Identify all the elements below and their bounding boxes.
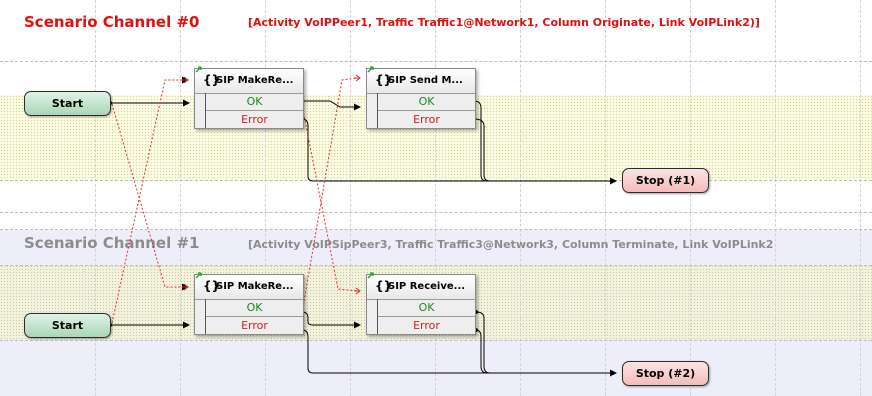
activity-title: SIP MakeRe...: [216, 281, 294, 292]
grid-line: [605, 0, 606, 396]
error-port[interactable]: Error: [413, 113, 440, 126]
grid-line: [0, 212, 872, 213]
ok-port[interactable]: OK: [206, 93, 303, 111]
activity-divider: [377, 93, 378, 128]
activity-title: SIP MakeRe...: [216, 75, 294, 86]
activity-sip-send-message[interactable]: {} SIP Send M... OK Error: [366, 68, 476, 129]
grid-line: [860, 0, 861, 396]
error-port[interactable]: Error: [413, 319, 440, 332]
activity-title: SIP Send M...: [388, 75, 463, 86]
grid-line: [775, 0, 776, 396]
ok-port[interactable]: OK: [206, 299, 303, 317]
grid-line: [520, 0, 521, 396]
channel-0-info: [Activity VoIPPeer1, Traffic Traffic1@Ne…: [248, 16, 760, 29]
activity-divider: [205, 299, 206, 334]
stop-node[interactable]: Stop (#1): [622, 168, 709, 193]
stop-node[interactable]: Stop (#2): [622, 361, 709, 386]
grid-line: [0, 340, 872, 341]
script-braces-icon: {}: [375, 73, 393, 87]
activity-header[interactable]: {} SIP MakeRe...: [195, 275, 303, 300]
grid-line: [95, 0, 96, 396]
activity-header[interactable]: {} SIP Send M...: [367, 69, 475, 94]
grid-line: [180, 0, 181, 396]
grid-line: [690, 0, 691, 396]
activity-divider: [205, 93, 206, 128]
grid-line: [435, 0, 436, 396]
script-braces-icon: {}: [203, 73, 221, 87]
activity-sip-make-request[interactable]: {} SIP MakeRe... OK Error: [194, 274, 304, 335]
channel-1-title[interactable]: Scenario Channel #1: [24, 234, 200, 252]
script-braces-icon: {}: [203, 279, 221, 293]
grid-line: [350, 0, 351, 396]
activity-header[interactable]: {} SIP Receive...: [367, 275, 475, 300]
start-node[interactable]: Start: [24, 313, 111, 338]
ok-port[interactable]: OK: [378, 299, 475, 317]
activity-sip-make-request[interactable]: {} SIP MakeRe... OK Error: [194, 68, 304, 129]
start-node[interactable]: Start: [24, 91, 111, 116]
ok-port[interactable]: OK: [378, 93, 475, 111]
activity-divider: [377, 299, 378, 334]
grid-line: [0, 265, 872, 266]
error-port[interactable]: Error: [241, 113, 268, 126]
script-braces-icon: {}: [375, 279, 393, 293]
error-port[interactable]: Error: [241, 319, 268, 332]
activity-header[interactable]: {} SIP MakeRe...: [195, 69, 303, 94]
channel-separator: [0, 229, 872, 230]
grid-line: [265, 0, 266, 396]
activity-sip-receive[interactable]: {} SIP Receive... OK Error: [366, 274, 476, 335]
grid-line: [0, 61, 872, 62]
channel-1-info: [Activity VoIPSipPeer3, Traffic Traffic3…: [248, 238, 774, 251]
channel-0-title[interactable]: Scenario Channel #0: [24, 13, 200, 31]
activity-title: SIP Receive...: [388, 281, 466, 292]
